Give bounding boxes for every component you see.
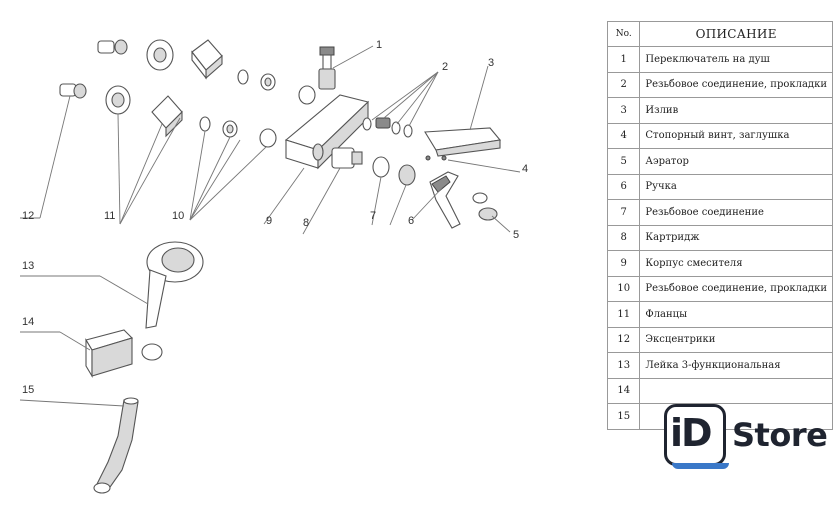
shower-head [145,241,204,329]
idstore-logo: iD Store [664,404,834,470]
spout [424,127,502,161]
row-no: 9 [606,250,641,277]
flange-square-top [191,39,223,80]
header-no: No. [606,21,641,47]
callout-11: 11 [104,210,115,222]
callout-4: 4 [522,163,528,175]
row-desc: Излив [639,97,833,124]
callout-15: 15 [22,384,34,396]
row-desc: Корпус смесителя [639,250,833,277]
fittings-row-top [237,69,316,105]
row-no: 3 [606,97,641,124]
row-no: 11 [606,301,641,328]
row-desc: Картридж [639,224,833,251]
callout-2: 2 [442,61,448,73]
eccentric-left [59,83,87,99]
row-desc: Резьбовое соединение [639,199,833,226]
callout-3: 3 [488,57,494,69]
callout-6: 6 [408,215,414,227]
leader-lines [19,45,521,407]
cartridge [331,147,363,169]
table-header-row: No. ОПИСАНИЕ [606,21,833,47]
row-no: 12 [606,326,641,353]
row-no: 14 [606,377,641,404]
flange-round-top [146,39,174,71]
row-no: 13 [606,352,641,379]
exploded-view-diagram: 1 2 3 4 5 6 7 8 9 10 11 12 13 14 15 [19,39,528,494]
aerator [472,192,498,221]
thread-connection-7 [372,156,416,186]
shower-holder [85,329,163,378]
flange-round-left [105,85,131,115]
row-no: 1 [606,46,641,73]
callout-8: 8 [303,217,309,229]
row-desc: Эксцентрики [639,326,833,353]
fittings-row-10 [199,116,277,148]
callout-1: 1 [376,39,382,51]
row-desc: Переключатель на душ [639,46,833,73]
row-no: 2 [606,71,641,98]
logo-badge: iD [664,404,729,469]
row-no: 10 [606,275,641,302]
row-no: 8 [606,224,641,251]
shower-hose [93,397,139,494]
handle [429,171,461,229]
row-desc: Стопорный винт, заглушка [639,122,833,149]
row-desc [639,377,833,404]
row-no: 15 [606,403,641,430]
row-desc: Аэратор [639,148,833,175]
logo-badge-text: iD [670,411,713,455]
row-desc: Фланцы [639,301,833,328]
fittings-2 [362,117,413,138]
logo-wordmark: Store [732,416,828,454]
callout-7: 7 [370,210,376,222]
row-desc: Резьбовое соединение, прокладки [639,275,833,302]
diverter-switch [318,46,336,90]
callout-14: 14 [22,316,34,328]
row-desc: Резьбовое соединение, прокладки [639,71,833,98]
table-row: 14 [606,377,833,404]
callout-10: 10 [172,210,184,222]
row-no: 4 [606,122,641,149]
header-description: ОПИСАНИЕ [639,21,833,47]
flange-square-left [151,95,183,138]
row-desc: Лейка 3-функциональная [639,352,833,379]
row-no: 6 [606,173,641,200]
callout-13: 13 [22,260,34,272]
callout-5: 5 [513,229,519,241]
row-desc: Ручка [639,173,833,200]
mixer-body [284,94,370,170]
row-no: 7 [606,199,641,226]
row-no: 5 [606,148,641,175]
eccentric-top [97,39,128,55]
callout-12: 12 [22,210,34,222]
callout-9: 9 [266,215,272,227]
